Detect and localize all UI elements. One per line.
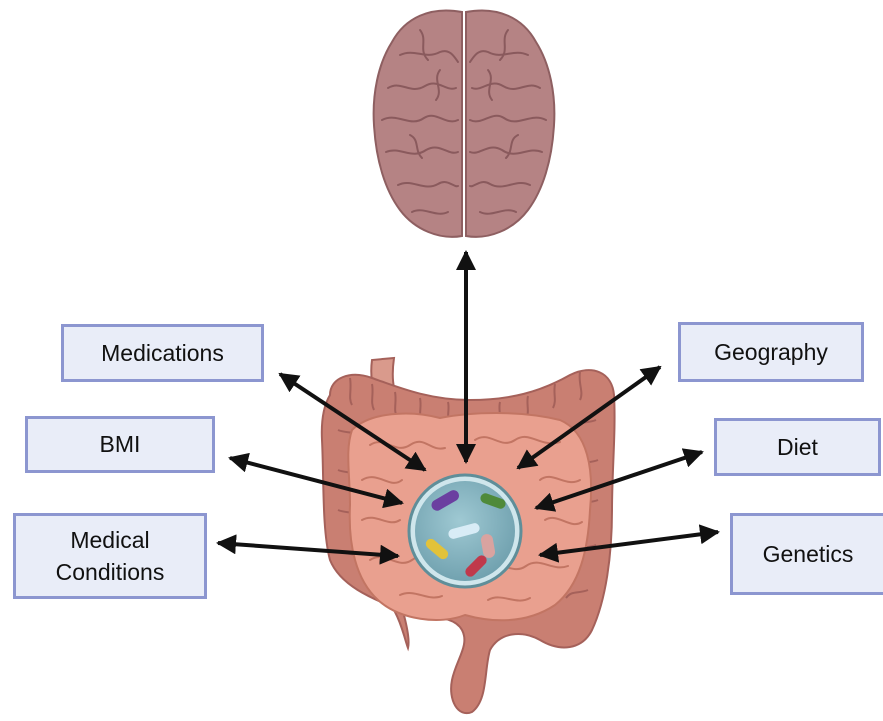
geography-box: Geography <box>678 322 864 382</box>
medical-conditions-label-line1: Medical <box>70 524 149 556</box>
petri-dish-icon <box>409 475 521 587</box>
bmi-box: BMI <box>25 416 215 473</box>
genetics-box: Genetics <box>730 513 883 595</box>
medications-label: Medications <box>101 337 224 369</box>
medications-box: Medications <box>61 324 264 382</box>
brain-icon <box>374 10 555 236</box>
geography-label: Geography <box>714 336 828 368</box>
bmi-label: BMI <box>100 428 141 460</box>
diet-label: Diet <box>777 431 818 463</box>
diet-box: Diet <box>714 418 881 476</box>
medical-conditions-box: Medical Conditions <box>13 513 207 599</box>
genetics-label: Genetics <box>763 538 854 570</box>
medical-conditions-label-line2: Conditions <box>56 556 165 588</box>
